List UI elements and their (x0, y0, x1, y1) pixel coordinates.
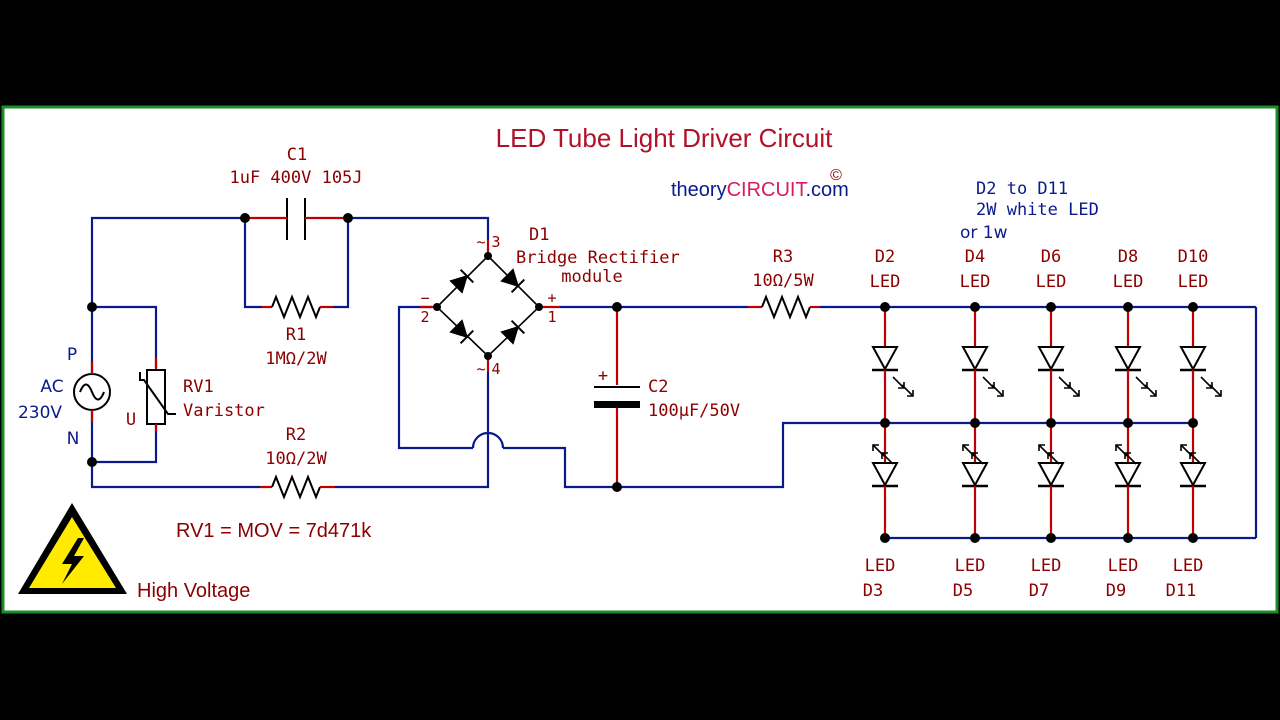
d1-pin-2: 2 (420, 308, 429, 326)
brand-credit: theoryCIRCUIT.com (671, 179, 849, 201)
high-voltage-warning-icon (18, 503, 127, 594)
led-bottom-type: LED (955, 556, 986, 576)
c2-polarity: + (598, 366, 608, 386)
led-d10 (1179, 307, 1222, 423)
c1-ref: C1 (287, 145, 307, 165)
junction-mid-1 (970, 418, 980, 428)
d1-desc-line2: module (561, 267, 622, 287)
junction-top-3 (1123, 302, 1133, 312)
led-top-ref: D10 (1178, 247, 1209, 267)
capacitor-c1 (285, 198, 307, 240)
page-title: LED Tube Light Driver Circuit (496, 123, 833, 153)
c1-value: 1uF 400V 105J (229, 168, 362, 188)
led-top-ref: D8 (1118, 247, 1138, 267)
d1-pin-1: 1 (547, 308, 556, 326)
ac-label: AC (40, 377, 63, 397)
led-d5 (961, 423, 989, 538)
led-top-type: LED (1036, 272, 1067, 292)
capacitor-c2 (594, 386, 640, 408)
junction-top-1 (970, 302, 980, 312)
led-bottom-type: LED (1173, 556, 1204, 576)
r3-ref: R3 (773, 247, 793, 267)
led-note-line3: or 1w (960, 223, 1008, 243)
brand-suffix: .com (805, 179, 848, 201)
led-top-type: LED (960, 272, 991, 292)
junction-bottom-3 (1123, 533, 1133, 543)
led-top-type: LED (870, 272, 901, 292)
rv1-ref: RV1 (183, 377, 214, 397)
c2-value: 100µF/50V (648, 401, 740, 421)
ac-source (73, 362, 111, 422)
led-note-line1: D2 to D11 (976, 179, 1068, 199)
junction-bottom-4 (1188, 533, 1198, 543)
r2-value: 10Ω/2W (265, 449, 327, 469)
d1-ref: D1 (529, 225, 549, 245)
junction-top-0 (880, 302, 890, 312)
junction-bottom-2 (1046, 533, 1056, 543)
led-top-ref: D2 (875, 247, 895, 267)
r3-value: 10Ω/5W (752, 271, 814, 291)
ac-p-label: P (67, 345, 77, 365)
led-d4 (961, 307, 1004, 423)
junction-top-2 (1046, 302, 1056, 312)
junction-bottom-0 (880, 533, 890, 543)
led-note-line2: 2W white LED (976, 200, 1099, 220)
d1-pin-4: 4 (491, 360, 500, 378)
r1-value: 1MΩ/2W (265, 349, 327, 369)
c2-ref: C2 (648, 377, 668, 397)
varistor-rv1 (139, 358, 176, 432)
mov-note: RV1 = MOV = 7d471k (176, 520, 372, 542)
led-top-type: LED (1113, 272, 1144, 292)
junction-mid-4 (1188, 418, 1198, 428)
d1-pin-3: 3 (491, 233, 500, 251)
led-bottom-ref: D9 (1106, 581, 1126, 601)
led-d8 (1114, 307, 1157, 423)
resistor-r3 (748, 294, 820, 320)
r2-ref: R2 (286, 425, 306, 445)
resistor-r1 (262, 294, 333, 320)
schematic-panel (1, 105, 1279, 614)
ac-voltage: 230V (18, 403, 62, 423)
led-bottom-ref: D11 (1166, 581, 1197, 601)
led-bottom-ref: D5 (953, 581, 973, 601)
led-d3 (871, 423, 899, 538)
junction-mid-3 (1123, 418, 1133, 428)
junction-dots (87, 213, 622, 492)
led-top-ref: D4 (965, 247, 985, 267)
led-bottom-type: LED (1031, 556, 1062, 576)
junction-mid-2 (1046, 418, 1056, 428)
d1-pin-ac-top: ~ (476, 233, 485, 251)
led-d11 (1179, 423, 1207, 538)
led-bottom-type: LED (865, 556, 896, 576)
d1-pin-ac-bottom: ~ (476, 360, 485, 378)
junction-bottom-1 (970, 533, 980, 543)
r1-ref: R1 (286, 325, 306, 345)
copyright-mark: © (830, 167, 842, 184)
junction-top-4 (1188, 302, 1198, 312)
junction-mid-0 (880, 418, 890, 428)
d1-pin-plus: + (547, 289, 556, 307)
brand-prefix: theory (671, 179, 727, 201)
d1-pin-minus: − (420, 289, 429, 307)
ac-n-label: N (67, 429, 80, 449)
led-bottom-ref: D7 (1029, 581, 1049, 601)
led-top-ref: D6 (1041, 247, 1061, 267)
led-d6 (1037, 307, 1080, 423)
led-top-type: LED (1178, 272, 1209, 292)
resistor-r2 (260, 474, 335, 500)
led-bottom-type: LED (1108, 556, 1139, 576)
d1-desc-line1: Bridge Rectifier (516, 248, 680, 268)
led-bottom-ref: D3 (863, 581, 883, 601)
high-voltage-label: High Voltage (137, 580, 250, 602)
varistor-u-mark: U (126, 410, 136, 430)
rv1-type: Varistor (183, 401, 265, 421)
brand-highlight: CIRCUIT (727, 179, 808, 201)
led-d7 (1037, 423, 1065, 538)
